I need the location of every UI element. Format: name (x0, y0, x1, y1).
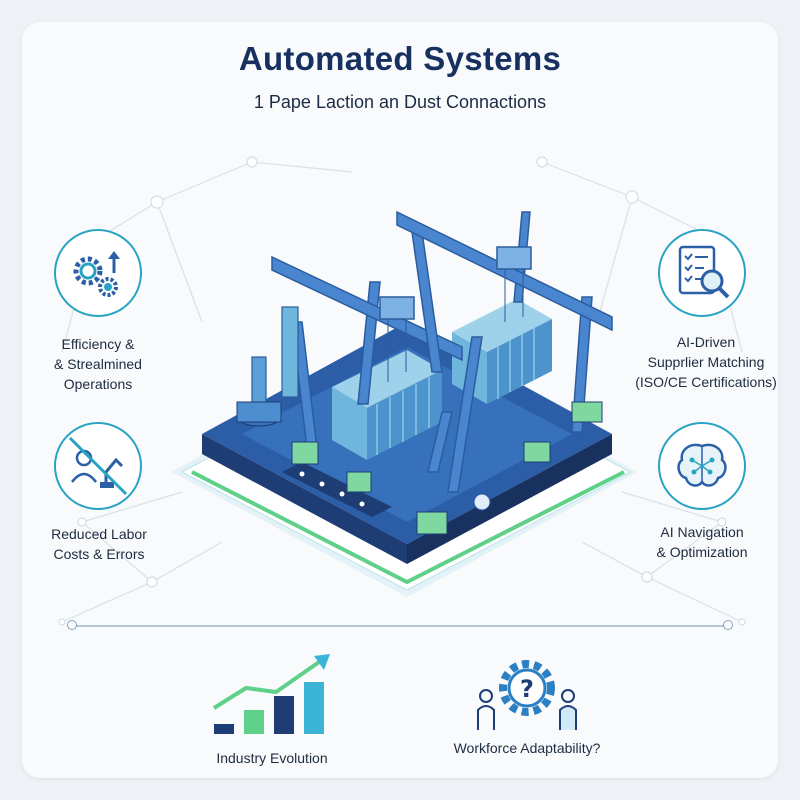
feature-supplier-line3: (ISO/CE Certifications) (635, 374, 777, 390)
cargo-box (291, 441, 319, 465)
infographic-card: Automated Systems 1 Pape Laction an Dust… (22, 22, 778, 778)
conveyor-belt (282, 462, 392, 517)
feature-supplier-label: AI-Driven Supprlier Matching (ISO/CE Cer… (626, 332, 778, 392)
divider-end-dot-left (67, 620, 77, 630)
feature-supplier-icon-circle (658, 229, 746, 317)
svg-text:?: ? (520, 675, 534, 703)
feature-navigation-icon-circle (658, 422, 746, 510)
feature-efficiency-icon-circle (54, 229, 142, 317)
agv-robot (416, 511, 448, 535)
feature-labor-line1: Reduced Labor (51, 526, 147, 542)
feature-efficiency-line3: Operations (63, 376, 133, 392)
automated-factory-illustration (172, 210, 637, 597)
industry-evolution-label: Industry Evolution (216, 750, 328, 766)
feature-efficiency-label: Efficiency & & Strealmined Operations (42, 334, 154, 394)
no-manual-labor-icon (68, 436, 128, 496)
feature-navigation-line1: AI Navigation (660, 524, 744, 540)
feature-labor-label: Reduced Labor Costs & Errors (44, 524, 154, 564)
page-subtitle: 1 Pape Laction an Dust Connactions (253, 92, 547, 112)
background-network (58, 156, 746, 626)
feature-supplier-line2: Supprlier Matching (647, 354, 765, 370)
feature-navigation-label: AI Navigation & Optimization (632, 522, 772, 562)
page-title: Automated Systems (238, 40, 562, 77)
feature-efficiency-line1: Efficiency & (61, 336, 135, 352)
growth-chart-icon (212, 654, 330, 734)
workforce-gear-question-icon: ? (477, 660, 577, 730)
divider-end-dot-right (723, 620, 733, 630)
section-divider (72, 625, 728, 627)
feature-labor-line2: Costs & Errors (53, 546, 145, 562)
feature-supplier-line1: AI-Driven (676, 334, 736, 350)
checklist-magnifier-icon (678, 245, 730, 299)
feature-navigation-line2: & Optimization (656, 544, 748, 560)
feature-labor-icon-circle (54, 422, 142, 510)
brain-circuit-icon (677, 443, 727, 487)
gears-icon (73, 251, 120, 297)
workforce-adaptability-label: Workforce Adaptability? (453, 740, 601, 756)
pillar-tall (281, 306, 299, 398)
feature-efficiency-line2: & Strealmined (54, 356, 142, 372)
